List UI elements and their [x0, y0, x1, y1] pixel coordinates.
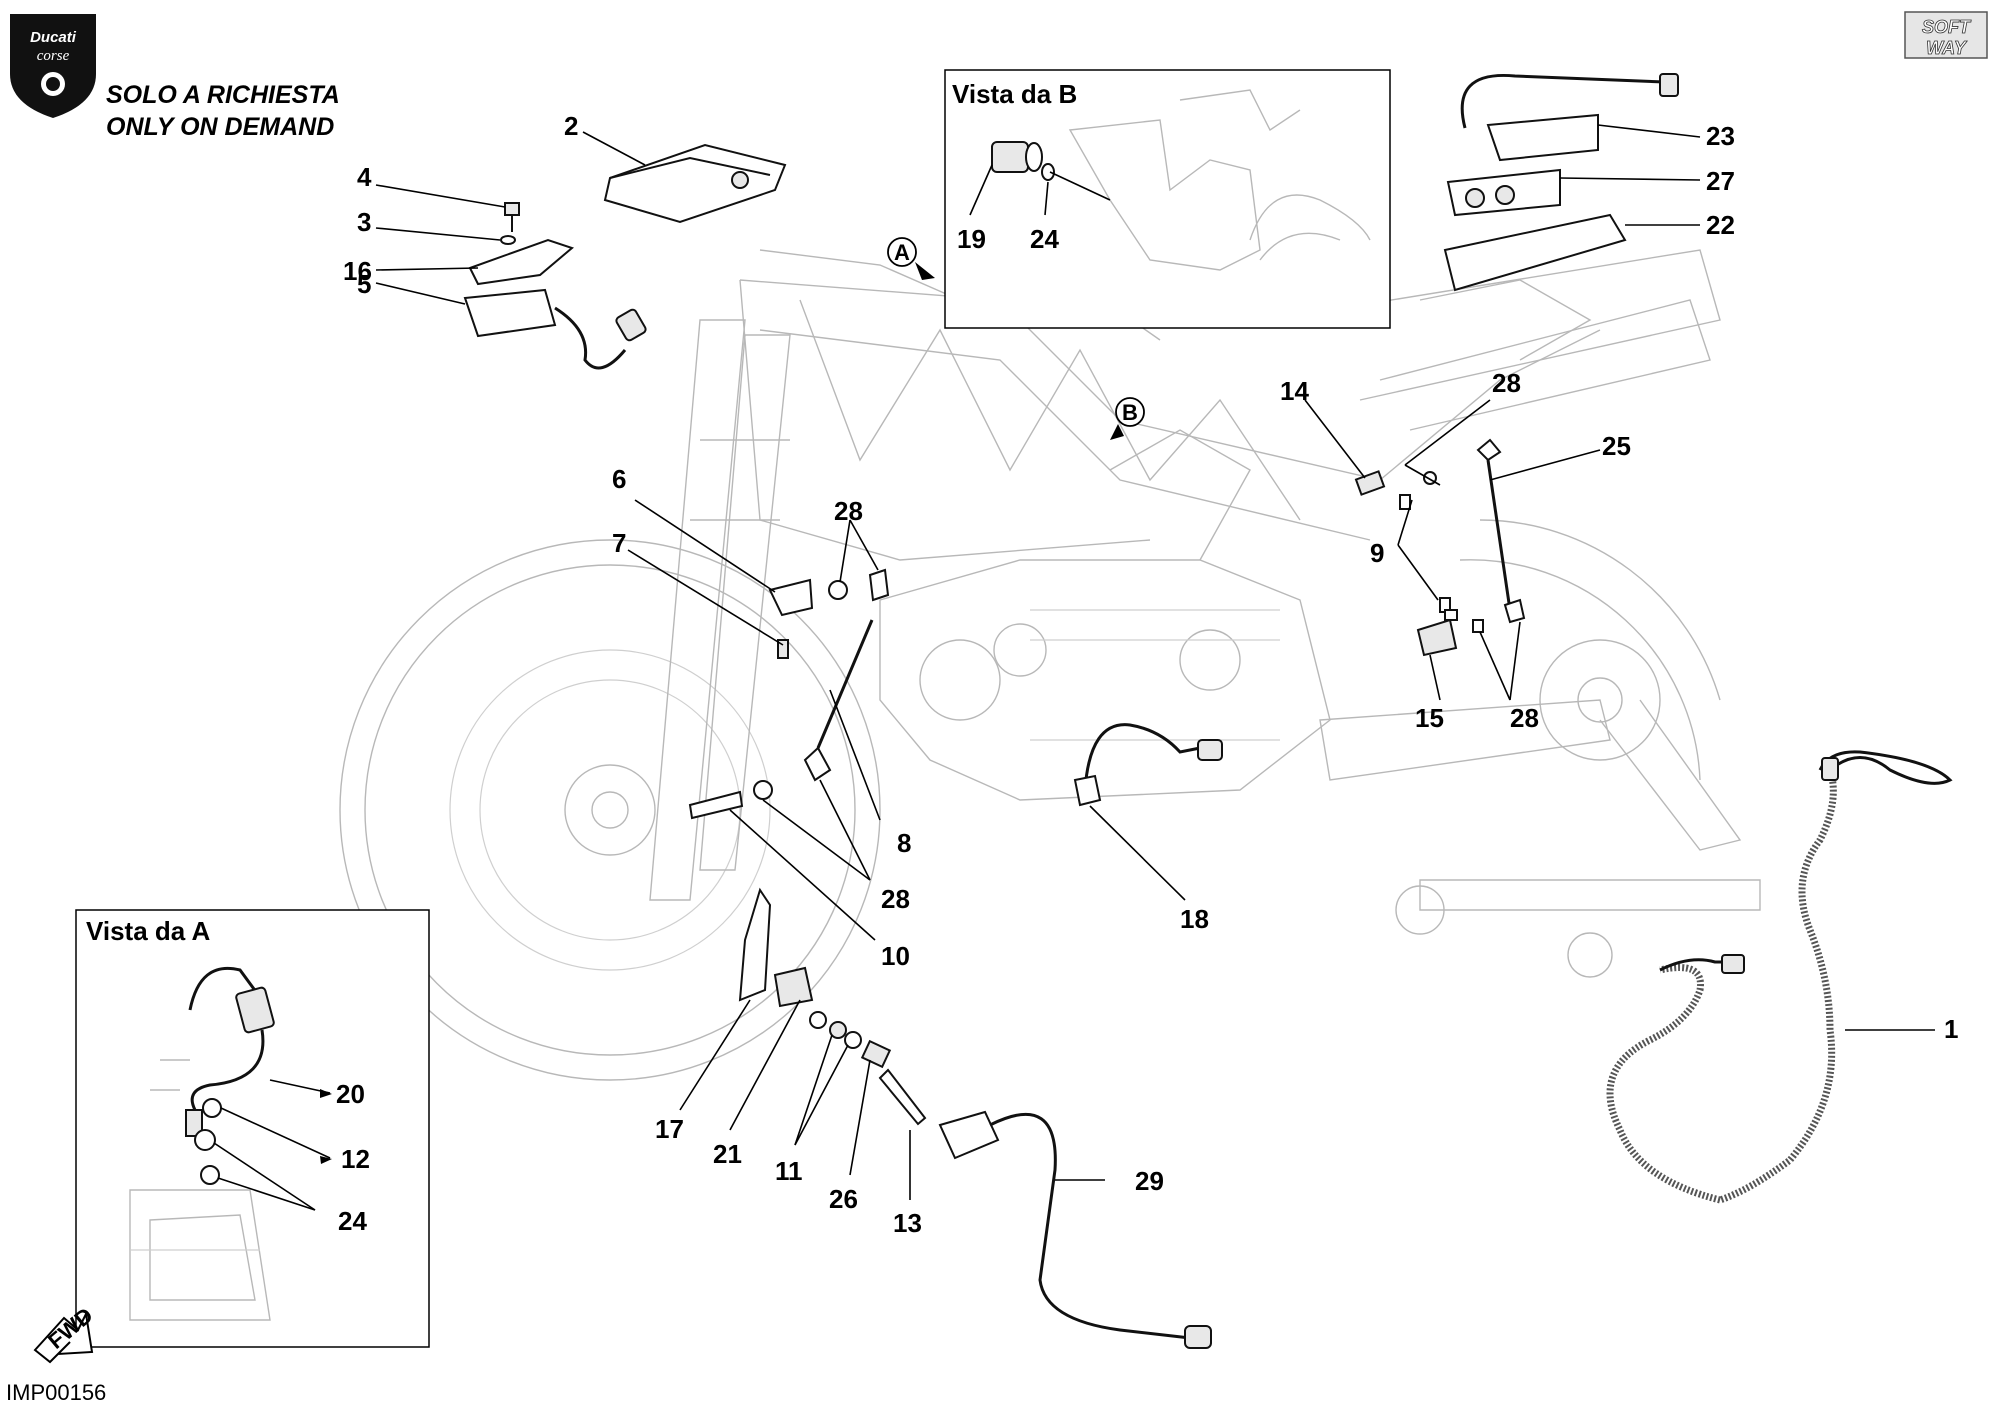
callout-4: 4	[357, 162, 372, 192]
part-group-datalogger	[1443, 73, 1701, 292]
callout-23: 23	[1706, 121, 1735, 151]
callout-29: 29	[1135, 1166, 1164, 1196]
ducati-corse-logo: Ducati corse	[10, 14, 96, 118]
callout-15: 15	[1415, 703, 1444, 733]
callout-9: 9	[1370, 538, 1384, 568]
callout-1: 1	[1944, 1014, 1958, 1044]
drawing-code: IMP00156	[6, 1380, 106, 1405]
callout-20: 20	[336, 1079, 365, 1109]
callout-3: 3	[357, 207, 371, 237]
callout-24-view-a: 24	[338, 1206, 367, 1236]
callout-22: 22	[1706, 210, 1735, 240]
callout-27: 27	[1706, 166, 1735, 196]
callout-13: 13	[893, 1208, 922, 1238]
part-group-front-speed-sensor	[679, 887, 1212, 1349]
view-marker-a-text: A	[894, 240, 910, 265]
view-b-inset: Vista da B	[944, 69, 1391, 329]
callout-17: 17	[655, 1114, 684, 1144]
view-a-inset: Vista da A	[75, 909, 430, 1348]
part-group-ecu	[375, 131, 787, 370]
softway-logo-line1: SOFT	[1922, 17, 1972, 37]
view-marker-a: A	[887, 237, 935, 280]
callout-28-front-top: 28	[834, 496, 863, 526]
notice-line-1: SOLO A RICHIESTA	[106, 81, 340, 109]
callout-24-view-b: 24	[1030, 224, 1059, 254]
callout-10: 10	[881, 941, 910, 971]
fwd-arrow-icon: FWD	[33, 1302, 98, 1364]
callout-21: 21	[713, 1139, 742, 1169]
part-group-rear-speed-sensor	[1073, 723, 1223, 901]
callout-28-rear-bottom: 28	[1510, 703, 1539, 733]
callout-25: 25	[1602, 431, 1631, 461]
callout-labels: 2 4 3 16 5 19 24 23 27 22 14 28 25 9 15 …	[336, 111, 1958, 1238]
callout-26: 26	[829, 1184, 858, 1214]
callout-28-rear-top: 28	[1492, 368, 1521, 398]
softway-logo: SOFT WAY	[1904, 11, 1988, 59]
part-group-rear-potentiometer	[1304, 399, 1601, 701]
callout-18: 18	[1180, 904, 1209, 934]
logo-brand-text: Ducati	[30, 29, 77, 46]
callout-19: 19	[957, 224, 986, 254]
callout-8: 8	[897, 828, 911, 858]
motorcycle-outline	[339, 249, 1761, 1081]
callout-14: 14	[1280, 376, 1309, 406]
view-marker-b-text: B	[1122, 400, 1138, 425]
callout-11: 11	[775, 1156, 803, 1186]
logo-sub-text: corse	[37, 48, 70, 64]
softway-logo-line2: WAY	[1926, 38, 1968, 58]
callout-2: 2	[564, 111, 578, 141]
callout-16: 16	[343, 256, 372, 286]
part-group-main-harness	[1606, 750, 1953, 1204]
notice-line-2: ONLY ON DEMAND	[106, 113, 334, 141]
callout-7: 7	[612, 528, 626, 558]
view-b-title: Vista da B	[952, 79, 1077, 109]
callout-5: 5	[357, 269, 371, 299]
view-a-title: Vista da A	[86, 916, 210, 946]
view-marker-b: B	[1110, 397, 1145, 440]
callout-6: 6	[612, 464, 626, 494]
part-group-front-potentiometer	[627, 499, 890, 941]
callout-28-front-bottom: 28	[881, 884, 910, 914]
callout-12: 12	[341, 1144, 370, 1174]
